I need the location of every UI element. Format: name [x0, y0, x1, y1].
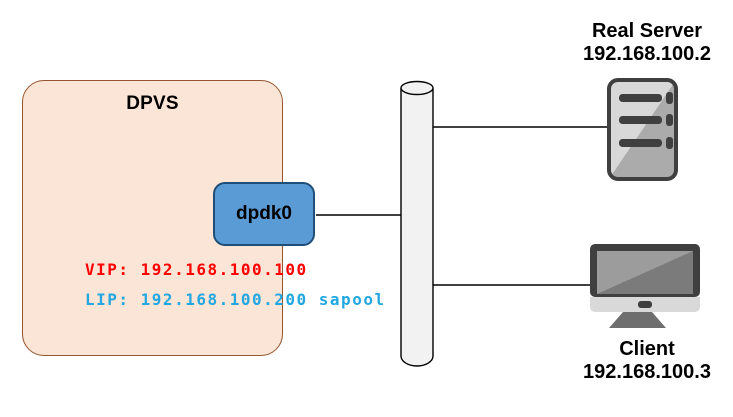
bus-cylinder-icon	[400, 80, 434, 367]
server-tower-icon	[607, 78, 678, 181]
client-ip: 192.168.100.3	[583, 361, 711, 383]
client-title: Client	[619, 338, 675, 360]
dpdk0-port-box: dpdk0	[213, 182, 315, 246]
client-label: Client 192.168.100.3	[557, 338, 733, 384]
real-server-label: Real Server 192.168.100.2	[557, 20, 733, 66]
dpvs-label: DPVS	[126, 93, 179, 114]
vip-address-text: VIP: 192.168.100.100	[85, 260, 308, 279]
lip-address-text: LIP: 192.168.100.200 sapool	[85, 290, 386, 309]
real-server-ip: 192.168.100.2	[583, 43, 711, 65]
monitor-icon	[590, 244, 700, 328]
dpdk0-label: dpdk0	[236, 203, 292, 224]
real-server-title: Real Server	[591, 20, 703, 42]
